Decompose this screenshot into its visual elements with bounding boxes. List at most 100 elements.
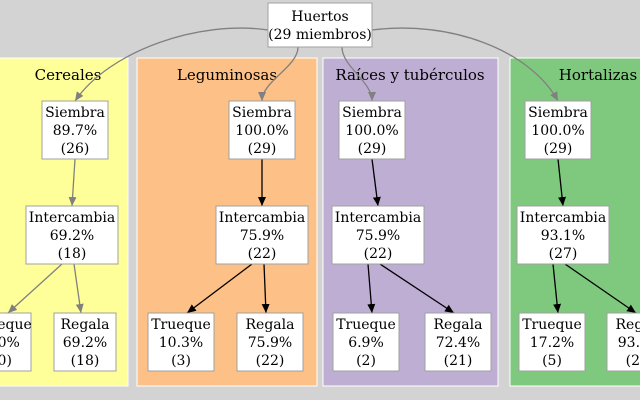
cluster-1-node-siembra-box [41,100,109,160]
cluster-1-node-regala-box [53,312,117,372]
cluster-1-node-regala: Regala 69.2% (18) [53,312,117,372]
cluster-3-node-siembra-name: Siembra [342,105,402,121]
edge-cluster-4-intercambia-to-trueque [552,263,562,314]
cluster-4-node-trueque-pct: 17.2% [530,335,574,351]
cluster-1-node-siembra-count: (26) [61,141,90,157]
cluster-2-title: Leguminosas [177,66,277,84]
cluster-2-node-regala: Regala 75.9% (22) [236,312,304,372]
cluster-3-node-siembra: Siembra 100.0% (29) [338,100,406,160]
cluster-2-node-intercambia: Intercambia 75.9% (22) [215,205,309,265]
cluster-4-node-regala-box [606,312,640,372]
cluster-2-node-siembra-name: Siembra [232,105,292,121]
cluster-4-node-trueque-name: Trueque [522,317,582,333]
cluster-4-node-trueque: Trueque 17.2% (5) [518,312,586,372]
cluster-3-node-trueque: Trueque 6.9% (2) [332,312,400,372]
cluster-1-node-intercambia-count: (18) [58,246,87,262]
cluster-2-node-siembra-count: (29) [248,141,277,157]
cluster-2-node-trueque-box [147,312,215,372]
cluster-4-node-intercambia-pct: 93.1% [541,228,585,244]
edge-cluster-2-intercambia-to-trueque [186,263,253,314]
cluster-3-node-siembra-box [338,100,406,160]
cluster-4-node-regala: Regala 93.1% (27) [606,312,640,372]
cluster-1-node-regala-count: (18) [71,353,100,369]
cluster-3-node-trueque-name: Trueque [336,317,396,333]
cluster-1-node-trueque-count: (0) [0,353,12,369]
edge-cluster-1-intercambia-to-regala [73,263,84,314]
edge-root-to-cluster-3 [341,46,376,102]
edge-root-to-cluster-4 [371,27,559,102]
edge-cluster-1-intercambia-to-trueque [7,263,63,314]
cluster-4-node-regala-name: Regala [616,317,640,333]
cluster-3-node-trueque-pct: 6.9% [348,335,384,351]
edge-cluster-3-siembra-to-intercambia [371,158,381,207]
cluster-1-node-trueque-box [0,312,32,372]
cluster-1-node-trueque-name: Trueque [0,317,32,333]
edge-root-to-cluster-1 [74,27,269,102]
cluster-4-node-trueque-box [518,312,586,372]
cluster-2-node-trueque: Trueque 10.3% (3) [147,312,215,372]
root-node-huertos-box [267,2,373,48]
cluster-1-node-intercambia-pct: 69.2% [50,228,94,244]
cluster-3-node-regala-box [424,312,492,372]
cluster-4-node-siembra: Siembra 100.0% (29) [524,100,592,160]
cluster-1-node-trueque: Trueque 0.0% (0) [0,312,32,372]
cluster-4-node-regala-pct: 93.1% [618,335,640,351]
cluster-4-node-siembra-count: (29) [544,141,573,157]
cluster-2-node-intercambia-box [215,205,309,265]
cluster-1-node-intercambia-box [25,205,119,265]
cluster-1-node-intercambia: Intercambia 69.2% (18) [25,205,119,265]
cluster-4-node-trueque-count: (5) [542,353,562,369]
cluster-2-node-siembra-pct: 100.0% [235,123,288,139]
cluster-1-node-trueque-pct: 0.0% [0,335,20,351]
root-node-huertos-name: Huertos [291,9,348,25]
cluster-2-node-intercambia-pct: 75.9% [240,228,284,244]
cluster-3-node-regala-count: (21) [444,353,473,369]
cluster-3-node-regala-pct: 72.4% [436,335,480,351]
cluster-1-node-siembra-pct: 89.7% [53,123,97,139]
cluster-2-node-trueque-name: Trueque [151,317,211,333]
cluster-3-node-trueque-count: (2) [356,353,376,369]
cluster-2-node-intercambia-name: Intercambia [219,210,305,226]
cluster-3-node-regala-name: Regala [434,317,483,333]
edge-cluster-3-intercambia-to-regala [379,263,455,314]
cluster-3-node-intercambia-name: Intercambia [335,210,421,226]
cluster-3-node-trueque-box [332,312,400,372]
cluster-4-node-siembra-name: Siembra [528,105,588,121]
cluster-4-node-intercambia-count: (27) [549,246,578,262]
cluster-4-node-regala-count: (27) [626,353,640,369]
cluster-1-title: Cereales [35,66,102,84]
edge-cluster-2-intercambia-to-regala [261,263,270,314]
cluster-1-node-siembra-name: Siembra [45,105,105,121]
cluster-2-node-regala-pct: 75.9% [248,335,292,351]
cluster-1-node-regala-pct: 69.2% [63,335,107,351]
cluster-3-node-regala: Regala 72.4% (21) [424,312,492,372]
cluster-3-node-siembra-pct: 100.0% [345,123,398,139]
cluster-2-node-regala-name: Regala [246,317,295,333]
cluster-1-node-intercambia-name: Intercambia [29,210,115,226]
cluster-2-node-regala-count: (22) [256,353,285,369]
edge-cluster-4-siembra-to-intercambia [557,158,567,207]
cluster-2-node-intercambia-count: (22) [248,246,277,262]
cluster-4-node-siembra-box [524,100,592,160]
cluster-2-node-trueque-count: (3) [171,353,191,369]
edge-cluster-3-intercambia-to-trueque [367,263,376,314]
edge-cluster-1-siembra-to-intercambia [68,158,77,207]
edge-cluster-4-intercambia-to-regala [564,263,637,314]
cluster-1-node-regala-name: Regala [61,317,110,333]
root-node-huertos-count: (29 miembros) [268,27,372,43]
cluster-4-node-siembra-pct: 100.0% [531,123,584,139]
cluster-2-node-regala-box [236,312,304,372]
cluster-4-node-intercambia-box [516,205,610,265]
cluster-2-node-trueque-pct: 10.3% [159,335,203,351]
cluster-3-title: Raíces y tubérculos [335,66,484,84]
cluster-3-node-intercambia-pct: 75.9% [356,228,400,244]
cluster-2-node-siembra: Siembra 100.0% (29) [228,100,296,160]
edge-root-to-cluster-2 [258,46,299,102]
root-node-huertos: Huertos (29 miembros) [267,2,373,48]
cluster-3-node-siembra-count: (29) [358,141,387,157]
cluster-4-title: Hortalizas [559,66,637,84]
